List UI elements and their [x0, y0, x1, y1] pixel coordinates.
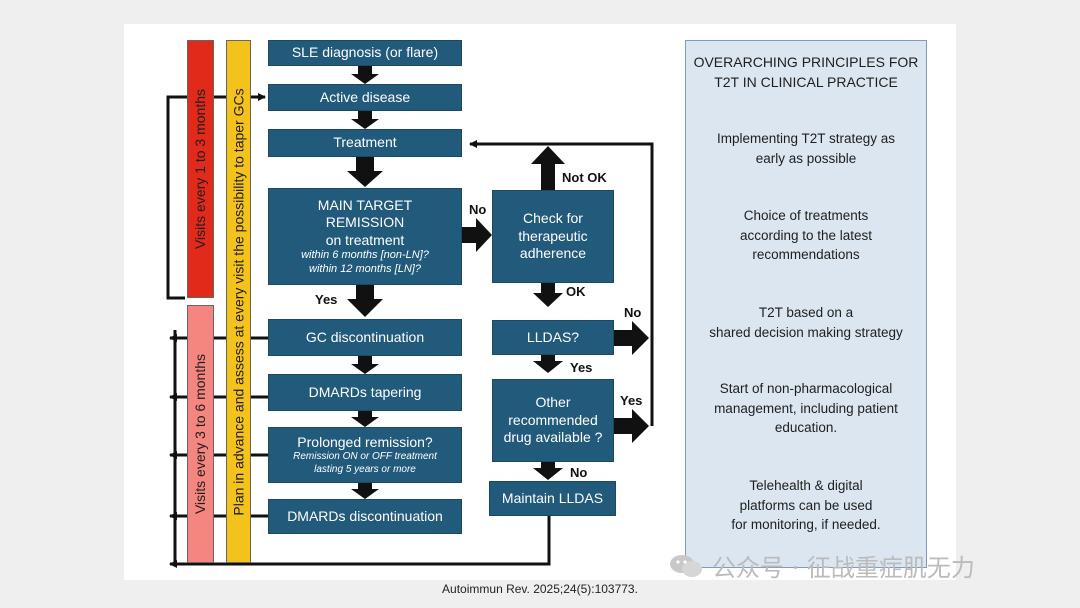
- treatment-box: Treatment: [268, 129, 462, 157]
- arrow-active-to-treatment: [351, 111, 379, 129]
- principle-5-line-3: for monitoring, if needed.: [731, 517, 881, 533]
- prolonged-remission-box: Prolonged remission? Remission ON or OFF…: [268, 427, 462, 483]
- treatment-label: Treatment: [333, 134, 397, 151]
- principle-2-line-3: recommendations: [752, 247, 860, 263]
- arrow-gc-to-taper: [351, 356, 379, 374]
- visits-3-6-text: Visits every 3 to 6 months: [192, 353, 209, 515]
- target-line-3: on treatment: [325, 231, 405, 248]
- label-no-lldas: No: [624, 305, 642, 320]
- principle-5-line-2: platforms can be used: [739, 497, 873, 513]
- watermark: 公众号 · 征战重症肌无力: [668, 548, 975, 583]
- target-line-4: within 6 months [non-LN]?: [301, 249, 429, 261]
- arrow-lldas-to-other: [533, 355, 563, 373]
- gc-discontinuation-box: GC discontinuation: [268, 319, 462, 356]
- principle-2-line-1: Choice of treatments: [743, 208, 869, 223]
- arrow-sle-to-active: [351, 66, 379, 84]
- target-line-5: within 12 months [LN]?: [309, 262, 421, 275]
- maintain-lldas-box: Maintain LLDAS: [489, 481, 616, 516]
- label-yes-lldas: Yes: [570, 360, 593, 375]
- prolonged-sub-1: Remission ON or OFF treatment: [293, 451, 437, 463]
- dmards-tapering-label: DMARDs tapering: [308, 383, 422, 400]
- principle-1-line-1: Implementing T2T strategy as: [716, 131, 896, 146]
- principle-1: Implementing T2T strategy as early as po…: [686, 129, 926, 168]
- principle-4: Start of non-pharmacological management,…: [686, 379, 926, 438]
- lldas-label: LLDAS?: [526, 328, 580, 345]
- other-line-1: Other: [535, 394, 571, 411]
- principle-5: Telehealth & digital platforms can be us…: [686, 476, 926, 535]
- arrow-lldas-no: [614, 321, 649, 355]
- principle-4-line-1: Start of non-pharmacological: [719, 381, 893, 396]
- check-adherence-box: Check for therapeutic adherence: [492, 190, 614, 283]
- principle-5-line-1: Telehealth & digital: [749, 478, 863, 493]
- label-yes-remission: Yes: [315, 292, 338, 307]
- principles-panel: OVERARCHING PRINCIPLES FOR T2T IN CLINIC…: [685, 40, 927, 568]
- arrow-other-yes: [614, 409, 649, 443]
- visits-1-3-bar: Visits every 1 to 3 months: [187, 40, 214, 298]
- other-line-3: drug available ?: [503, 429, 603, 446]
- principle-2-line-2: according to the latest: [739, 227, 873, 243]
- other-line-2: recommended: [508, 411, 598, 428]
- other-drug-box: Other recommended drug available ?: [492, 379, 614, 462]
- arrow-check-up: [531, 146, 565, 190]
- lldas-box: LLDAS?: [492, 320, 614, 355]
- sle-diagnosis-box: SLE diagnosis (or flare): [268, 40, 462, 66]
- arrow-check-to-lldas: [533, 283, 563, 307]
- label-ok: OK: [566, 284, 586, 299]
- active-disease-box: Active disease: [268, 84, 462, 111]
- main-target-box: MAIN TARGET REMISSION on treatment withi…: [268, 188, 462, 285]
- visits-3-6-bar: Visits every 3 to 6 months: [187, 305, 214, 563]
- maintain-lldas-label: Maintain LLDAS: [501, 489, 604, 506]
- principles-title-line-2: T2T IN CLINICAL PRACTICE: [714, 74, 898, 91]
- principles-title-line-1: OVERARCHING PRINCIPLES FOR: [693, 54, 919, 70]
- wechat-icon: [670, 554, 702, 577]
- label-not-ok: Not OK: [562, 170, 607, 185]
- prolonged-remission-label: Prolonged remission?: [297, 433, 433, 450]
- principle-3-line-1: T2T based on a: [758, 305, 854, 320]
- gc-discontinuation-label: GC discontinuation: [305, 328, 425, 345]
- dmards-tapering-box: DMARDs tapering: [268, 374, 462, 411]
- bottom-return-line: [175, 516, 551, 566]
- arrow-treatment-to-target: [347, 157, 383, 187]
- label-no-target: No: [469, 202, 487, 217]
- arrow-target-to-check: [462, 218, 492, 252]
- arrow-other-to-maintain: [533, 462, 563, 480]
- dmards-discontinuation-box: DMARDs discontinuation: [268, 499, 462, 534]
- check-line-3: adherence: [519, 245, 587, 262]
- principle-4-line-3: education.: [774, 420, 838, 436]
- active-disease-label: Active disease: [319, 88, 411, 105]
- loop-to-active: [166, 93, 266, 300]
- principle-3-line-2: shared decision making strategy: [709, 324, 903, 340]
- watermark-text: 公众号 · 征战重症肌无力: [712, 554, 975, 582]
- check-line-1: Check for: [523, 210, 583, 227]
- principle-1-line-2: early as possible: [755, 150, 857, 166]
- citation: Autoimmun Rev. 2025;24(5):103773.: [442, 582, 638, 596]
- label-yes-other: Yes: [620, 393, 643, 408]
- check-line-2: therapeutic: [518, 227, 588, 244]
- prolonged-sub-2: lasting 5 years or more: [314, 463, 416, 475]
- plan-text: Plan in advance and assess at every visi…: [230, 87, 247, 516]
- visits-1-3-text: Visits every 1 to 3 months: [192, 88, 209, 250]
- dmards-discontinuation-label: DMARDs discontinuation: [287, 507, 443, 524]
- loop-to-treatment: [469, 140, 654, 426]
- target-line-2: REMISSION: [325, 214, 405, 230]
- arrow-prolonged-to-disc: [351, 483, 379, 499]
- principle-3: T2T based on a shared decision making st…: [686, 303, 926, 342]
- target-line-1: MAIN TARGET: [317, 196, 413, 213]
- principle-2: Choice of treatments according to the la…: [686, 206, 926, 265]
- plan-bar: Plan in advance and assess at every visi…: [226, 40, 251, 563]
- arrow-target-to-gc: [347, 285, 383, 317]
- arrow-taper-to-prolonged: [351, 411, 379, 427]
- sle-diagnosis-label: SLE diagnosis (or flare): [291, 44, 439, 61]
- principle-4-line-2: management, including patient: [714, 400, 898, 416]
- label-no-other: No: [570, 465, 588, 480]
- principles-title: OVERARCHING PRINCIPLES FOR T2T IN CLINIC…: [686, 52, 926, 93]
